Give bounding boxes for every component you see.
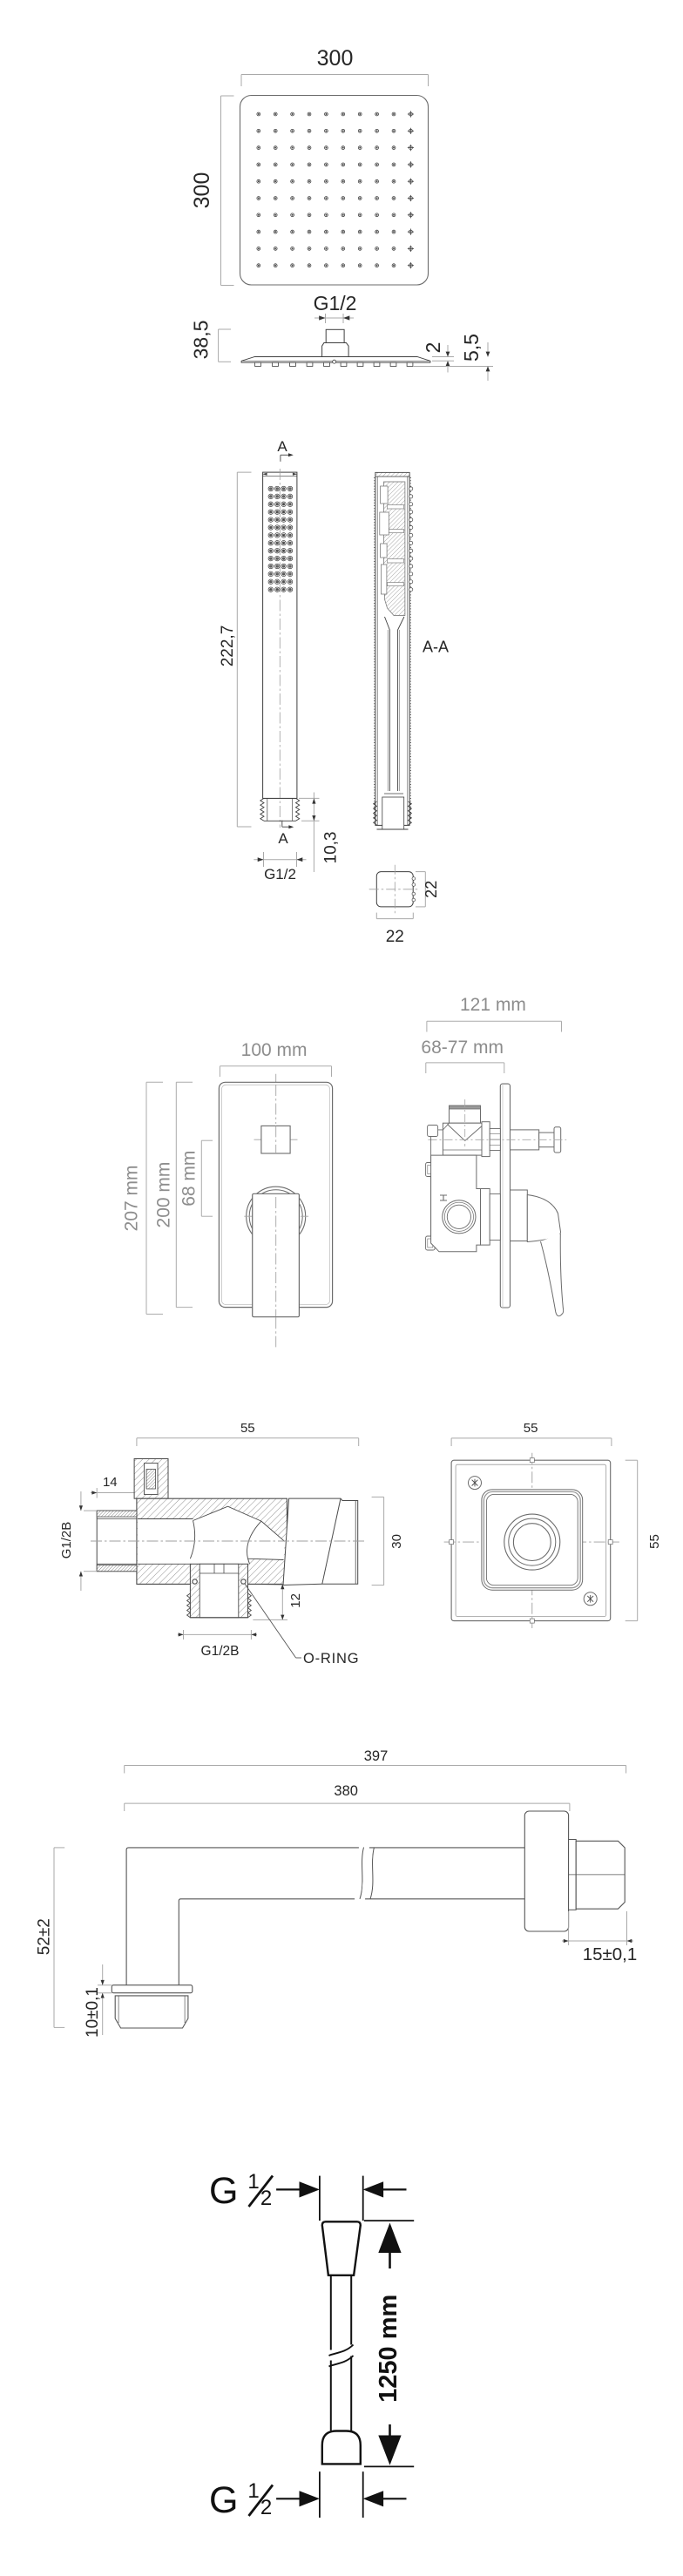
svg-text:68-77 mm: 68-77 mm — [421, 1038, 504, 1058]
svg-text:55: 55 — [524, 1421, 538, 1436]
svg-text:2: 2 — [260, 2187, 272, 2210]
svg-text:14: 14 — [103, 1475, 118, 1490]
svg-text:2: 2 — [260, 2496, 272, 2519]
svg-text:G1/2: G1/2 — [314, 292, 357, 314]
svg-text:38,5: 38,5 — [190, 321, 213, 360]
svg-text:12: 12 — [288, 1593, 303, 1608]
svg-text:A: A — [277, 438, 287, 455]
svg-text:22: 22 — [386, 928, 404, 946]
svg-text:68 mm: 68 mm — [179, 1151, 199, 1207]
svg-text:1250 mm: 1250 mm — [375, 2295, 402, 2403]
svg-text:10,3: 10,3 — [322, 832, 341, 864]
svg-text:100 mm: 100 mm — [241, 1040, 308, 1060]
svg-text:G1/2: G1/2 — [264, 866, 296, 882]
svg-text:300: 300 — [317, 46, 354, 71]
svg-text:5,5: 5,5 — [460, 334, 483, 362]
svg-text:397: 397 — [364, 1748, 389, 1764]
svg-text:30: 30 — [389, 1534, 404, 1549]
svg-text:G: G — [209, 2170, 238, 2212]
svg-text:G1/2B: G1/2B — [201, 1644, 240, 1659]
svg-text:121 mm: 121 mm — [460, 995, 526, 1015]
svg-text:1: 1 — [247, 2479, 259, 2503]
svg-text:G1/2B: G1/2B — [59, 1522, 74, 1559]
svg-text:207 mm: 207 mm — [122, 1165, 142, 1231]
svg-text:A-A: A-A — [423, 639, 449, 656]
svg-text:G: G — [209, 2479, 238, 2521]
svg-text:O-RING: O-RING — [303, 1651, 359, 1667]
svg-text:2: 2 — [422, 342, 444, 354]
svg-text:1: 1 — [247, 2170, 259, 2194]
svg-text:10±0,1: 10±0,1 — [84, 1987, 102, 2038]
svg-text:55: 55 — [647, 1534, 662, 1549]
svg-text:380: 380 — [334, 1783, 358, 1799]
svg-text:A: A — [278, 830, 288, 847]
svg-text:200 mm: 200 mm — [154, 1162, 174, 1228]
svg-text:15±0,1: 15±0,1 — [583, 1944, 638, 1964]
svg-text:55: 55 — [240, 1421, 255, 1436]
svg-text:22: 22 — [423, 881, 440, 898]
svg-text:222,7: 222,7 — [219, 625, 237, 667]
svg-text:52±2: 52±2 — [36, 1918, 54, 1955]
svg-text:300: 300 — [190, 172, 214, 209]
